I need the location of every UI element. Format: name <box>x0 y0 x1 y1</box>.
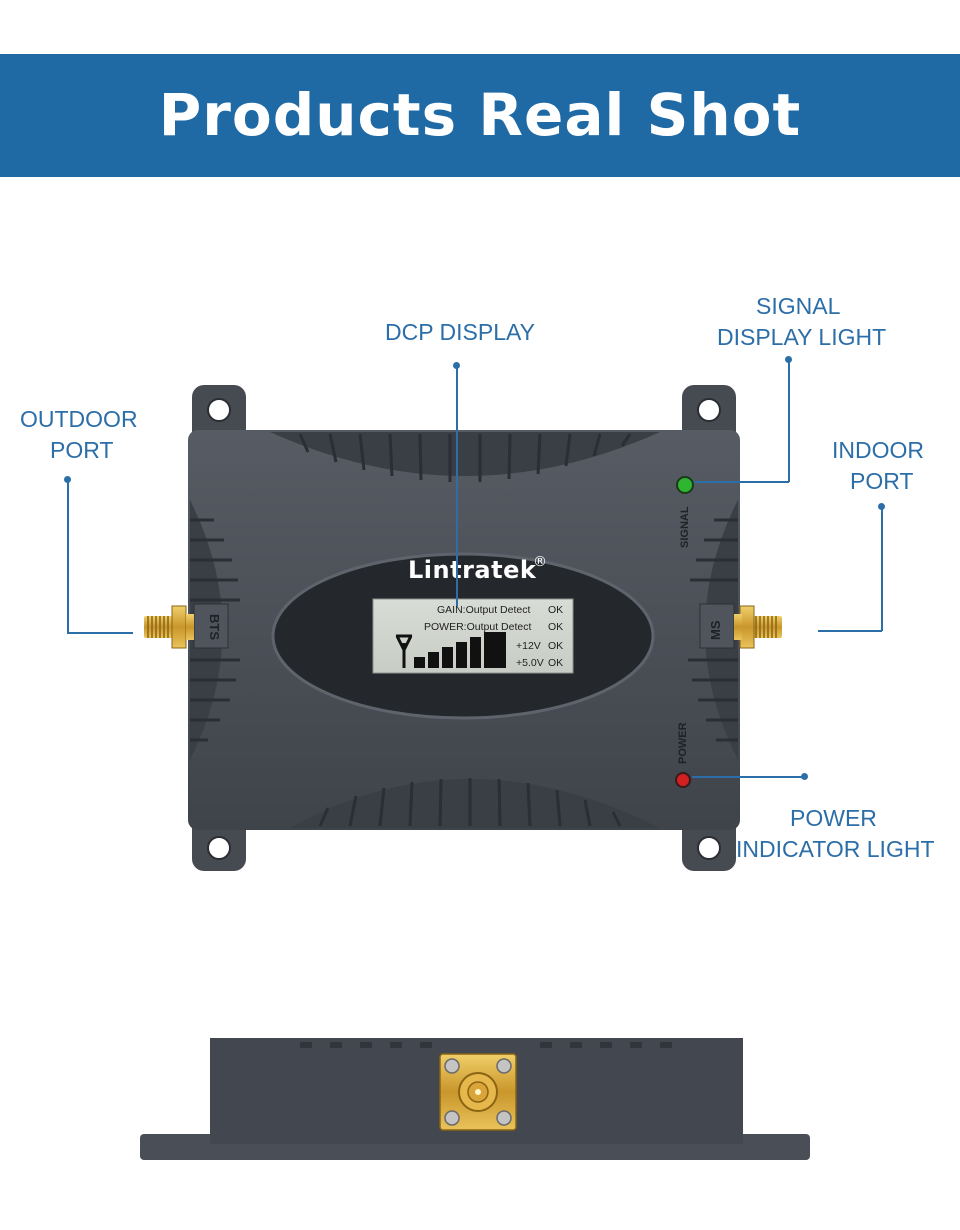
lcd-line-2-status: OK <box>548 621 564 633</box>
callout-line-indoor-v <box>881 507 883 631</box>
lcd-line-3-status: OK <box>548 640 564 652</box>
callout-signal-line2: DISPLAY LIGHT <box>717 324 887 350</box>
callout-line-indoor-h <box>818 630 882 632</box>
power-label: POWER <box>677 722 689 764</box>
ms-label: MS <box>708 620 723 641</box>
callout-line-outdoor-v <box>67 480 69 633</box>
outdoor-connector-icon <box>144 605 194 649</box>
lcd-line-4-status: OK <box>548 657 564 669</box>
lcd-line-2: POWER:Output Detect <box>424 621 532 633</box>
callout-line-signal-h <box>694 481 789 483</box>
signal-led-icon <box>676 476 694 494</box>
lcd-line-4: +5.0V <box>516 657 544 669</box>
callout-indoor-line1: INDOOR <box>832 437 924 463</box>
callout-signal-line1: SIGNAL <box>756 293 841 319</box>
callout-dot-power <box>801 773 808 780</box>
callout-dcp-display: DCP DISPLAY <box>385 319 535 345</box>
callout-line-power <box>692 776 802 778</box>
repeater-side-view-photo <box>140 1038 810 1160</box>
callout-line-dcp <box>456 366 458 606</box>
callout-dot-dcp <box>453 362 460 369</box>
power-led-icon <box>675 772 691 788</box>
callout-line-outdoor-h <box>67 632 133 634</box>
lcd-line-3: +12V <box>516 640 541 652</box>
header-banner: Products Real Shot <box>0 54 960 177</box>
callout-dot-indoor <box>878 503 885 510</box>
bts-label: BTS <box>207 614 222 640</box>
signal-bars-icon <box>414 632 506 668</box>
signal-label: SIGNAL <box>679 506 691 548</box>
callout-indoor-line2: PORT <box>850 468 914 494</box>
callout-outdoor-line1: OUTDOOR <box>20 406 138 432</box>
callout-power-line1: POWER <box>790 805 877 831</box>
callout-outdoor-line2: PORT <box>50 437 114 463</box>
lcd-line-1: GAIN:Output Detect <box>437 604 531 616</box>
registered-mark: ® <box>533 554 547 570</box>
callout-power-line2: INDICATOR LIGHT <box>736 836 935 862</box>
brand-logo: Lintratek <box>408 556 537 584</box>
indoor-connector-icon <box>734 605 782 649</box>
callout-dot-outdoor <box>64 476 71 483</box>
page-title: Products Real Shot <box>158 81 802 149</box>
antenna-icon <box>395 634 413 668</box>
callout-dot-signal <box>785 356 792 363</box>
lcd-line-1-status: OK <box>548 604 564 616</box>
callout-line-signal-v <box>788 360 790 482</box>
